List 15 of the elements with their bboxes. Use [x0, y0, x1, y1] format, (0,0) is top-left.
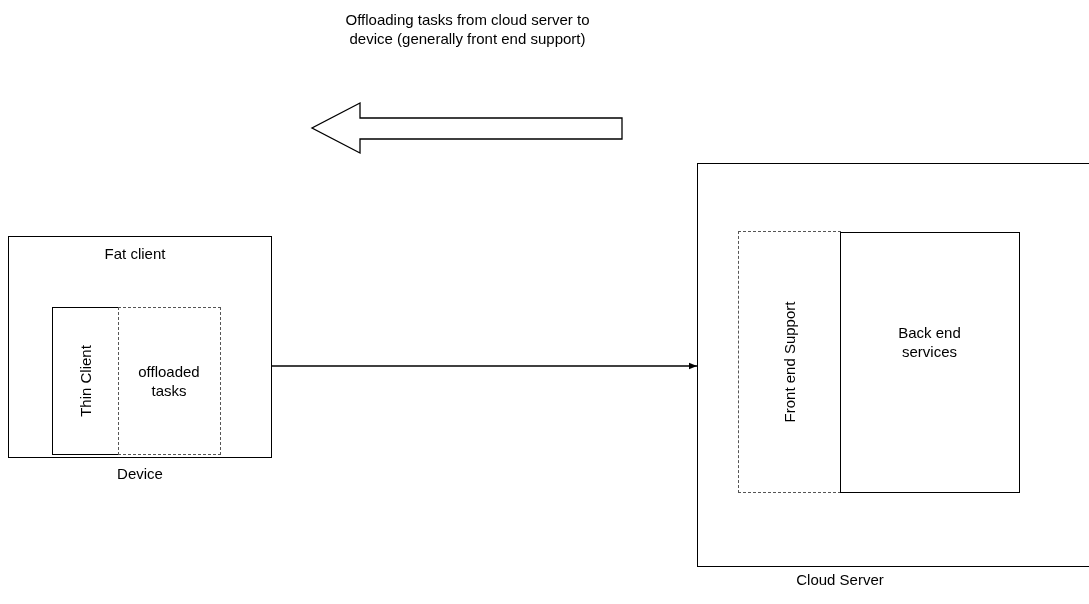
node-label: Thin Client — [76, 344, 94, 417]
offloaded-tasks-box — [117, 306, 221, 455]
node-label: Device — [116, 464, 164, 483]
device-box — [8, 236, 272, 458]
thin-client-box — [51, 306, 119, 455]
node-label: Front end Support — [780, 301, 798, 422]
cloud-server-box — [697, 163, 1089, 567]
node-label: offloaded tasks — [137, 361, 201, 400]
arrow — [271, 362, 698, 370]
front-end-support-box — [737, 230, 841, 493]
note-text: Offloading tasks from cloud server to device (generally front end support) — [345, 10, 590, 48]
back-end-services-box — [839, 231, 1020, 493]
node-label: Back end services — [897, 323, 962, 361]
node-label: Cloud Server — [795, 570, 885, 589]
bracket-label: Fat client — [103, 244, 167, 263]
